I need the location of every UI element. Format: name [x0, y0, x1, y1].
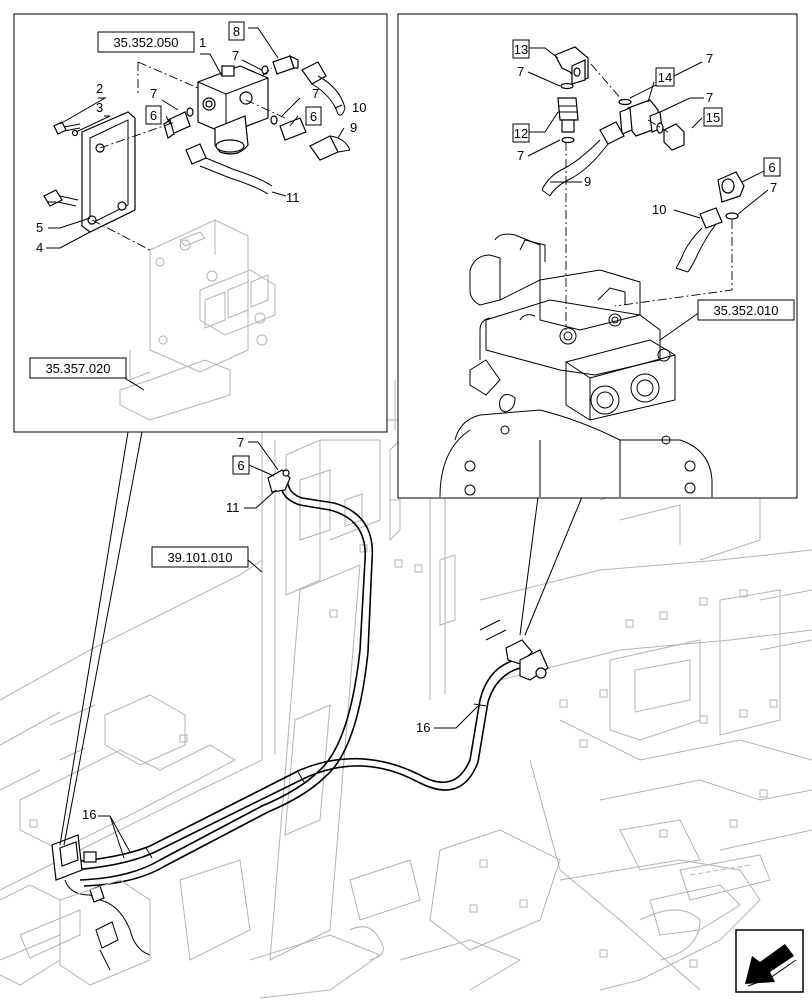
callout-7-f: 7: [706, 51, 713, 66]
valve-assembly-drawing: [439, 233, 713, 498]
hose-10-right: [675, 207, 723, 273]
left-inset-leaders: [48, 27, 345, 391]
fitting-6-right: [717, 171, 745, 220]
callout-11-a: 11: [286, 190, 300, 205]
callout-14: 14: [658, 70, 672, 85]
inset-right-valve-block: 35.352.010 13 7 12 7 7 14 7 15 9 6 7 10: [397, 13, 798, 499]
callout-8: 8: [233, 24, 240, 39]
callout-7-b: 7: [150, 86, 157, 101]
o-ring-7-right-a: [560, 82, 574, 90]
callout-5: 5: [36, 220, 43, 235]
valve-fittings-cluster: [479, 619, 549, 681]
callout-4: 4: [36, 240, 43, 255]
callout-7-g: 7: [706, 90, 713, 105]
callout-11-b: 11: [226, 500, 240, 515]
callout-7-c: 7: [312, 86, 319, 101]
hose-10: [301, 61, 346, 116]
solenoid-valve-installed: [51, 834, 151, 986]
hose-9: [309, 135, 351, 161]
control-valve-block: [119, 219, 276, 421]
callout-9-b: 9: [584, 174, 591, 189]
callout-6-b: 6: [310, 109, 317, 124]
fitting-12-union: [557, 97, 579, 133]
o-ring-7-right-b: [561, 136, 575, 144]
ref-bracket-assembly: 35.357.020: [45, 361, 110, 376]
callout-13: 13: [514, 42, 528, 57]
callout-7-a: 7: [232, 48, 239, 63]
callout-7-i: 7: [237, 435, 244, 450]
ref-main-harness: 39.101.010: [167, 550, 232, 565]
assembly-lines-right: [565, 63, 733, 330]
fitting-14-tee: [618, 98, 663, 137]
callout-2: 2: [96, 81, 103, 96]
hydraulic-hoses: [69, 483, 521, 887]
callout-16-b: 16: [82, 807, 96, 822]
ref-box-bracket: 35.357.020: [29, 357, 127, 379]
callout-10-b: 10: [652, 202, 666, 217]
hose-11: [185, 143, 273, 195]
hose-9-right: [541, 121, 625, 197]
callout-3: 3: [96, 100, 103, 115]
inset-left-solenoid-valve: 35.352.050 35.357.020 1 8 7 2 3 7 6 7 6 …: [13, 13, 388, 433]
ref-box-valve-block: 35.352.010: [697, 299, 795, 321]
plug-15: [656, 122, 685, 151]
ref-valve-block: 35.352.010: [713, 303, 778, 318]
ref-solenoid-valve: 35.352.050: [113, 35, 178, 50]
callout-7-e: 7: [517, 148, 524, 163]
view-direction-arrow-icon: [735, 929, 804, 993]
upper-hose-fitting: [267, 469, 291, 493]
callout-16-a: 16: [416, 720, 430, 735]
callout-7-d: 7: [517, 64, 524, 79]
valve-fittings: [163, 54, 307, 141]
ref-box-solenoid: 35.352.050: [97, 31, 195, 53]
fitting-13-elbow: [554, 46, 589, 85]
callout-9-a: 9: [350, 120, 357, 135]
callout-12: 12: [514, 126, 528, 141]
callout-6-a: 6: [150, 108, 157, 123]
callout-7-h: 7: [770, 180, 777, 195]
callout-15: 15: [706, 110, 720, 125]
callout-10-a: 10: [352, 100, 366, 115]
callout-6-d: 6: [237, 458, 244, 473]
callout-6-c: 6: [768, 160, 775, 175]
inset-leader-lines: [59, 431, 583, 846]
solenoid-valve-body: [197, 65, 269, 155]
assembly-lines: [91, 61, 286, 251]
mounting-bracket: [81, 111, 136, 233]
main-callouts: 7 6 11 39.101.010 16 16: [82, 435, 479, 859]
callout-1: 1: [199, 35, 206, 50]
